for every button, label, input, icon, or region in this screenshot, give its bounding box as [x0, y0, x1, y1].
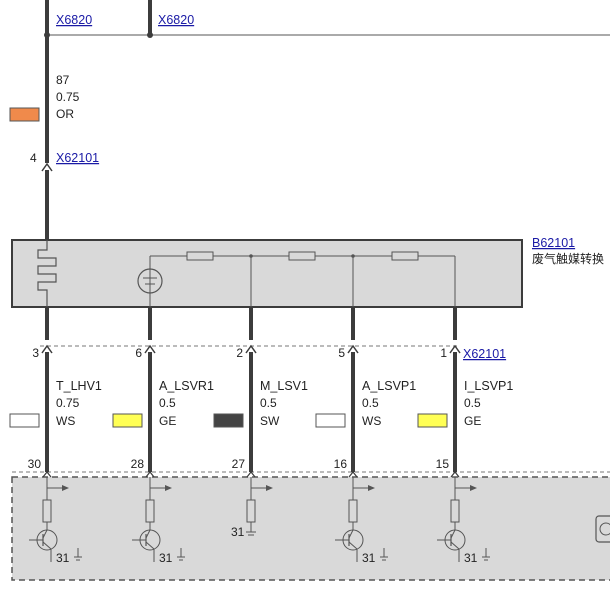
- ecu-pin-number: 28: [131, 457, 145, 471]
- connector-pin-number: 1: [440, 346, 447, 360]
- ecu-pin-number: 15: [436, 457, 450, 471]
- resistor-symbol: [246, 499, 256, 523]
- component-link-b62101[interactable]: B62101: [532, 236, 575, 250]
- connector-pin-number: 6: [135, 346, 142, 360]
- pin-column-a_lsvp1: 5A_LSVP1 0.5WS 16 31: [315, 307, 416, 565]
- ecu-pin-chevron: [348, 471, 358, 478]
- connector-link-x6820-left[interactable]: X6820: [56, 13, 92, 27]
- ground-label: 31: [231, 525, 245, 539]
- resistor-symbol: [450, 499, 460, 523]
- ecu-pin-number: 30: [28, 457, 42, 471]
- resistor-symbol: [145, 499, 155, 523]
- wire-color-code: WS: [362, 414, 381, 428]
- wire-size: 0.5: [159, 396, 176, 410]
- pin-column-a_lsvr1: 6A_LSVR1 0.5GE 28 31: [112, 307, 214, 565]
- connector-link-x62101-upper[interactable]: X62101: [56, 151, 99, 165]
- ground-label: 31: [56, 551, 70, 565]
- wire-color-code: GE: [159, 414, 176, 428]
- top-connector-group: X6820 X6820: [44, 0, 610, 38]
- heater-coil-symbol: [37, 240, 57, 307]
- ground-label: 31: [159, 551, 173, 565]
- resistor-symbol: [348, 499, 358, 523]
- wire-color-swatch-orange: [9, 107, 40, 122]
- wire-size: 0.75: [56, 396, 80, 410]
- signal-name: A_LSVR1: [159, 379, 214, 393]
- connector-pin-number: 2: [236, 346, 243, 360]
- pin-column-i_lsvp1: 1I_LSVP1 0.5GE 15 31: [417, 307, 513, 565]
- pin-column-m_lsv1: 2M_LSV1 0.5SW 27 31: [213, 307, 308, 539]
- connector-chevron: [347, 344, 359, 354]
- supply-wire-color-code: OR: [56, 107, 74, 121]
- component-description: 废气触媒转换: [532, 251, 604, 266]
- supply-wire-size: 0.75: [56, 90, 80, 104]
- signal-name: A_LSVP1: [362, 379, 416, 393]
- connector-chevron: [245, 344, 257, 354]
- connector-link-x62101-lower[interactable]: X62101: [463, 347, 506, 361]
- connector-pin-number: 3: [32, 346, 39, 360]
- wire-color-swatch: [315, 413, 346, 428]
- signal-name: M_LSV1: [260, 379, 308, 393]
- ecu-pin-chevron: [145, 471, 155, 478]
- control-unit-box: [11, 476, 610, 581]
- control-unit-edge-symbol: [595, 515, 610, 543]
- supply-wire: 87 0.75 OR 4 X62101: [9, 35, 99, 240]
- wire-color-swatch: [112, 413, 143, 428]
- wire-size: 0.5: [362, 396, 379, 410]
- pin-columns: 3T_LHV10.75WS30316A_LSVR10.5GE28312M_LSV…: [9, 307, 513, 565]
- sensor-cell-symbol: [137, 256, 163, 307]
- ecu-pin-number: 16: [334, 457, 348, 471]
- ground-label: 31: [464, 551, 478, 565]
- connector-pin-number: 5: [338, 346, 345, 360]
- component-b62101: B62101 废气触媒转换: [11, 236, 604, 308]
- wire-color-swatch: [9, 413, 40, 428]
- ecu-pin-chevron: [42, 471, 52, 478]
- resistor-network: [150, 251, 456, 307]
- wire-color-swatch: [417, 413, 448, 428]
- ecu-pin-number: 27: [232, 457, 246, 471]
- resistor-symbol: [186, 251, 214, 261]
- connector-chevron: [449, 344, 461, 354]
- resistor-symbol: [391, 251, 419, 261]
- supply-wire-circuit: 87: [56, 73, 70, 87]
- wire-size: 0.5: [260, 396, 277, 410]
- resistor-symbol: [288, 251, 316, 261]
- wire-color-code: SW: [260, 414, 280, 428]
- ecu-pin-chevron: [450, 471, 460, 478]
- wire-color-code: WS: [56, 414, 75, 428]
- ground-label: 31: [362, 551, 376, 565]
- wire-size: 0.5: [464, 396, 481, 410]
- resistor-symbol: [42, 499, 52, 523]
- wire-color-swatch: [213, 413, 244, 428]
- ecu-pin-chevron: [246, 471, 256, 478]
- connector-link-x6820-right[interactable]: X6820: [158, 13, 194, 27]
- signal-name: I_LSVP1: [464, 379, 513, 393]
- signal-name: T_LHV1: [56, 379, 102, 393]
- connector-chevron: [144, 344, 156, 354]
- wire-color-code: GE: [464, 414, 481, 428]
- connector-chevron: [41, 344, 53, 354]
- upper-connector-pin: 4: [30, 151, 37, 165]
